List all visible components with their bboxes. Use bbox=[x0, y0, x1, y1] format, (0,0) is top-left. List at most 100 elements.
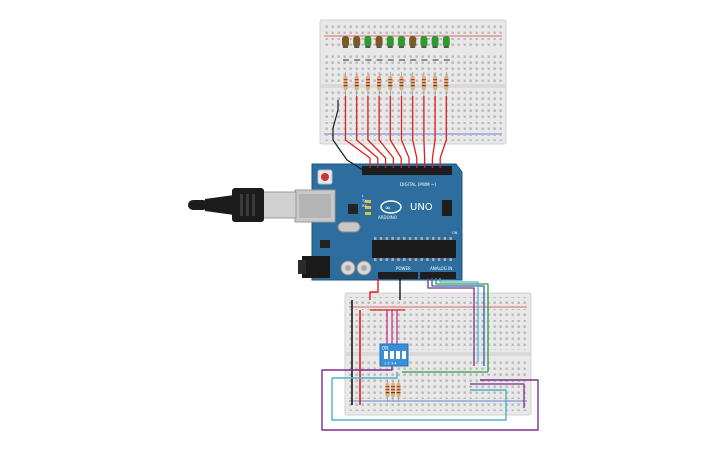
led-signal-wire bbox=[389, 96, 402, 168]
board-on-label: ON bbox=[452, 231, 458, 235]
resistor-band bbox=[354, 82, 359, 84]
led bbox=[442, 36, 450, 47]
resistor-band bbox=[385, 386, 390, 388]
resistor-band bbox=[421, 79, 426, 81]
resistor-band bbox=[399, 79, 404, 81]
chip-pin bbox=[420, 237, 423, 240]
resistor-band bbox=[421, 82, 426, 84]
top-ground-wire bbox=[332, 100, 339, 140]
chip-pin bbox=[420, 258, 423, 261]
analog-wire-a2 bbox=[435, 278, 489, 372]
led bbox=[420, 36, 428, 47]
resistor-band bbox=[377, 85, 382, 87]
chip-pin bbox=[443, 237, 447, 240]
chip-pin bbox=[397, 237, 400, 240]
resistor-band bbox=[391, 389, 395, 391]
resistor-band bbox=[354, 85, 359, 87]
led bbox=[398, 36, 405, 47]
chip-pin bbox=[443, 258, 447, 261]
led-signal-wire bbox=[431, 96, 436, 168]
chip-pin bbox=[408, 258, 412, 261]
dip-numbers-label: 1 2 3 4 bbox=[384, 362, 397, 366]
chip-pin bbox=[449, 237, 452, 240]
analog-wire-a0 bbox=[427, 278, 475, 366]
wires[interactable] bbox=[321, 96, 539, 431]
chip-pin bbox=[403, 237, 406, 240]
chip-pin bbox=[379, 258, 383, 261]
led bbox=[364, 36, 372, 47]
resistor-band bbox=[433, 79, 438, 81]
chip-pin bbox=[391, 258, 394, 261]
resistor-band bbox=[410, 79, 415, 81]
resistor-band bbox=[444, 85, 449, 87]
chip-pin bbox=[408, 237, 412, 240]
usb-cable[interactable] bbox=[188, 188, 297, 222]
led-base bbox=[443, 46, 449, 48]
led-signal-wire bbox=[344, 96, 371, 168]
resistor-band bbox=[388, 85, 393, 87]
led-signal-wire bbox=[423, 96, 426, 168]
led-base bbox=[343, 46, 348, 48]
led-tx-label: TX bbox=[361, 199, 367, 203]
resistor-band bbox=[365, 85, 370, 87]
uno-logo-text: UNO bbox=[410, 202, 433, 213]
chip-pin bbox=[437, 237, 441, 240]
led-base bbox=[399, 46, 404, 48]
led-signal-wire bbox=[439, 96, 447, 168]
resistor-band bbox=[365, 79, 370, 81]
dip-on-label: ON bbox=[382, 346, 388, 351]
chip-pin bbox=[414, 258, 418, 261]
led-signal-wire bbox=[412, 96, 418, 168]
arduino-uno-board[interactable]: ∞ UNO ARDUINO DIGITAL (PWM ~) POWER ANAL… bbox=[294, 163, 463, 281]
led bbox=[386, 36, 394, 47]
resistor-band bbox=[399, 82, 404, 84]
resistor-band bbox=[396, 386, 401, 388]
led bbox=[431, 36, 439, 47]
svg-text:∞: ∞ bbox=[385, 204, 391, 212]
resistor-band bbox=[433, 85, 438, 87]
led bbox=[353, 36, 361, 47]
chip-pin bbox=[374, 258, 377, 261]
resistor-band bbox=[396, 392, 401, 394]
resistor-band bbox=[410, 85, 415, 87]
led bbox=[409, 36, 417, 47]
led-l-label: L bbox=[362, 194, 364, 198]
led-base bbox=[365, 46, 371, 48]
led-signal-wire bbox=[400, 96, 410, 168]
pulldown-resistors bbox=[385, 380, 401, 402]
resistor-band bbox=[388, 82, 393, 84]
resistor-band bbox=[365, 82, 370, 84]
led-bar bbox=[342, 36, 450, 96]
chip-pin bbox=[374, 237, 377, 240]
resistor-band bbox=[385, 392, 390, 394]
chip-pin bbox=[426, 237, 429, 240]
power-5v-wire bbox=[369, 278, 379, 300]
dip-switch[interactable]: ON 1 2 3 4 bbox=[379, 343, 409, 367]
chip-pin bbox=[391, 237, 394, 240]
led-signal-wire bbox=[367, 96, 387, 168]
resistor-band bbox=[343, 82, 348, 84]
led-base bbox=[354, 46, 360, 48]
resistor-band bbox=[421, 85, 426, 87]
led-signal-wire bbox=[356, 96, 379, 168]
resistor-band bbox=[377, 79, 382, 81]
led-base bbox=[421, 46, 427, 48]
led bbox=[342, 36, 349, 47]
top-ground-wire bbox=[332, 139, 364, 171]
led-signal-wire bbox=[378, 96, 395, 168]
led bbox=[375, 36, 383, 47]
chip-pin bbox=[437, 258, 441, 261]
analog-in-label: ANALOG IN bbox=[430, 266, 452, 271]
chip-pin bbox=[385, 237, 389, 240]
analog-wire-a1 bbox=[431, 278, 485, 366]
led-base bbox=[432, 46, 438, 48]
loop-wire-cyan bbox=[331, 372, 507, 421]
resistor-band bbox=[410, 82, 415, 84]
arduino-brand-text: ARDUINO bbox=[378, 215, 397, 220]
bottom-breadboard[interactable] bbox=[344, 292, 532, 416]
resistor-band bbox=[391, 386, 395, 388]
led-rx-label: RX bbox=[362, 204, 367, 208]
chip-pin bbox=[426, 258, 429, 261]
resistor-band bbox=[377, 82, 382, 84]
